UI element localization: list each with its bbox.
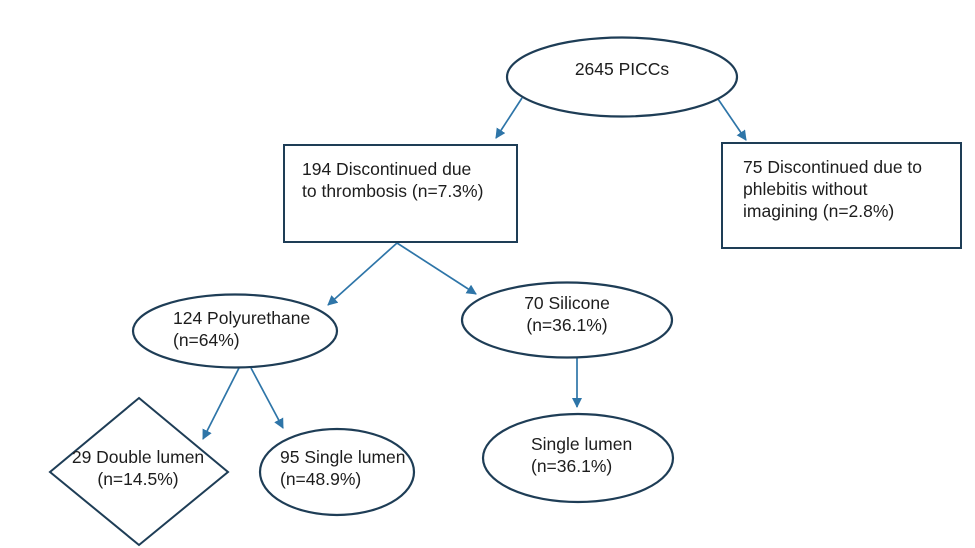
text-line: (n=14.5%) <box>97 469 179 489</box>
text-line: to thrombosis (n=7.3%) <box>302 181 484 201</box>
text-line: (n=36.1%) <box>526 315 608 335</box>
text-line: 124 Polyurethane <box>173 308 311 328</box>
edge-polyurethane-single-lumen-arrow <box>250 367 284 429</box>
node-thrombosis-label: 194 Discontinued due to thrombosis (n=7.… <box>302 158 483 202</box>
text-line: 2645 PICCs <box>574 59 670 79</box>
text-line: (n=48.9%) <box>280 469 362 489</box>
node-single-lumen-silicone-shape <box>481 412 675 504</box>
node-double-lumen-shape <box>48 396 230 547</box>
text-line: 95 Single lumen <box>280 447 406 467</box>
edge-thrombosis-silicone-arrow <box>396 242 477 295</box>
edge-piccs-phlebitis-arrow <box>717 98 747 141</box>
node-double-lumen-label: 29 Double lumen (n=14.5%) <box>45 446 231 490</box>
node-polyurethane-label: 124 Polyurethane (n=64%) <box>173 307 310 351</box>
text-line: 75 Discontinued due to <box>743 157 923 177</box>
text-line: 70 Silicone <box>524 293 610 313</box>
node-single-lumen-silicone-label: Single lumen (n=36.1%) <box>531 433 632 477</box>
node-single-lumen-polyurethane-label: 95 Single lumen (n=48.9%) <box>280 446 406 490</box>
node-phlebitis-shape <box>721 142 962 249</box>
node-single-lumen-polyurethane-shape <box>258 427 416 517</box>
node-piccs-label: 2645 PICCs <box>507 58 737 80</box>
node-polyurethane-shape <box>131 293 339 369</box>
text-line: (n=36.1%) <box>531 456 613 476</box>
node-phlebitis-label: 75 Discontinued due to phlebitis without… <box>743 156 922 222</box>
text-line: imagining (n=2.8%) <box>743 201 895 221</box>
node-silicone-label: 70 Silicone (n=36.1%) <box>460 292 674 336</box>
node-silicone-shape <box>460 281 674 359</box>
edge-polyurethane-double-lumen-arrow <box>202 367 240 440</box>
edge-piccs-thrombosis-arrow <box>495 97 523 139</box>
node-thrombosis-shape <box>283 144 518 243</box>
text-line: 29 Double lumen <box>71 447 205 467</box>
text-line: phlebitis without <box>743 179 868 199</box>
text-line: 194 Discontinued due <box>302 159 472 179</box>
edge-thrombosis-polyurethane-arrow <box>327 242 398 306</box>
text-line: Single lumen <box>531 434 633 454</box>
text-line: (n=64%) <box>173 330 240 350</box>
node-piccs-shape <box>505 36 739 118</box>
